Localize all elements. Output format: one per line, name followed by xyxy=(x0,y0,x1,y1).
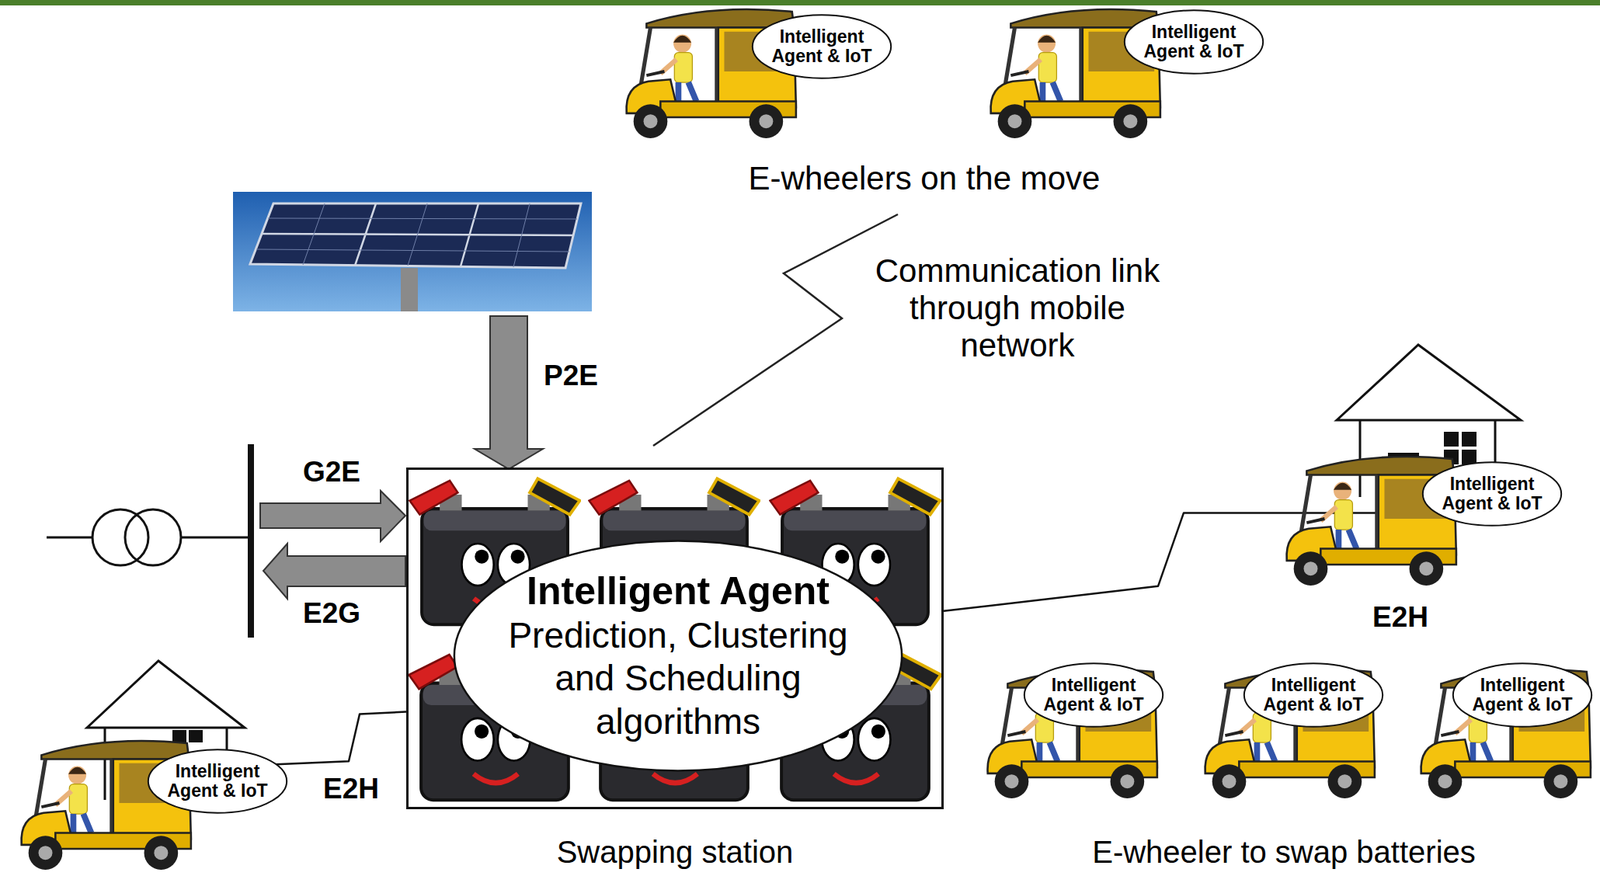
agent-bubble: Intelligent Agent & IoT xyxy=(1123,9,1265,75)
house-right xyxy=(1336,344,1521,421)
house-left xyxy=(86,660,245,728)
flow-label: P2E xyxy=(543,359,599,394)
ellipse-outline xyxy=(1024,663,1163,727)
text-stack: Intelligent Agent & IoT xyxy=(1464,675,1581,716)
ellipse-outline xyxy=(1422,462,1562,526)
solar-panel xyxy=(256,203,578,268)
e-wheeler xyxy=(1286,456,1457,586)
ellipse-outline xyxy=(1124,10,1263,74)
text-stack: Intelligent Agent & IoT xyxy=(763,27,880,67)
solar-panel xyxy=(233,191,592,312)
solar-panel xyxy=(233,191,592,312)
diagram-label: E-wheeler to swap batteries xyxy=(1092,834,1476,870)
bus-bar xyxy=(247,444,254,638)
station-label: Swapping station xyxy=(556,834,794,870)
bubble-text: Intelligent Agent & IoT xyxy=(1464,675,1581,716)
bubble-text: Intelligent Agent & IoT xyxy=(1433,474,1551,515)
ellipse-outline xyxy=(1244,663,1383,727)
house-right xyxy=(1461,431,1477,447)
house-right xyxy=(1461,449,1477,465)
agent-bubble: Intelligent Agent & IoT xyxy=(1451,662,1594,728)
flow-label: G2E xyxy=(302,455,361,490)
ellipse-outline xyxy=(148,749,287,813)
diagram-label: E-wheelers on the move xyxy=(748,160,1101,198)
e2g-arrow xyxy=(263,543,406,599)
bubble-text: Intelligent Agent & IoT xyxy=(1035,675,1152,716)
agent-title: Intelligent Agent xyxy=(526,567,830,615)
house-left xyxy=(172,730,187,743)
ellipse-outline xyxy=(752,14,891,78)
swapping-station-box: Swapping stationIntelligent AgentPredict… xyxy=(406,467,944,810)
ellipse-outline xyxy=(1453,663,1592,727)
agent-ellipse: Intelligent AgentPrediction, Clustering … xyxy=(449,537,907,775)
agent-bubble: Intelligent Agent & IoT xyxy=(1421,461,1563,527)
text-stack: Intelligent Agent & IoT xyxy=(1433,474,1551,515)
diagram-label: Communication link through mobile networ… xyxy=(862,252,1173,366)
top-bar xyxy=(0,0,1600,6)
agent-body: Prediction, Clustering and Scheduling al… xyxy=(495,614,861,744)
flow-label: E2G xyxy=(302,597,361,631)
bubble-text: Intelligent Agent & IoT xyxy=(1135,22,1253,63)
text-stack: Intelligent AgentPrediction, Clustering … xyxy=(495,567,861,744)
bubble-text: Intelligent Agent & IoT xyxy=(159,761,276,802)
text-stack: Intelligent Agent & IoT xyxy=(159,761,276,802)
e-wheeler xyxy=(1205,669,1375,799)
house-right xyxy=(1443,431,1459,447)
transformer-symbol xyxy=(46,536,93,540)
p2e-arrow xyxy=(474,316,543,470)
transformer-symbol xyxy=(92,509,149,566)
station-batteries xyxy=(409,478,942,800)
house-left xyxy=(188,730,203,743)
bubble-text: Intelligent Agent & IoT xyxy=(763,27,880,67)
agent-bubble: Intelligent Agent & IoT xyxy=(1022,662,1165,728)
communication-link xyxy=(653,214,898,446)
connector xyxy=(275,712,407,766)
bubble-text: Intelligent Agent & IoT xyxy=(1255,675,1372,716)
flow-label: E2H xyxy=(1372,601,1429,635)
flow-label: E2H xyxy=(323,772,380,807)
solar-panel xyxy=(250,203,581,268)
solar-panel xyxy=(400,267,418,312)
transformer-symbol xyxy=(180,536,248,540)
agent-bubble: Intelligent Agent & IoT xyxy=(146,748,289,814)
text-stack: Intelligent Agent & IoT xyxy=(1135,22,1253,63)
e-wheeler xyxy=(21,9,1591,870)
ellipse-outline xyxy=(454,540,902,771)
g2e-arrow xyxy=(260,490,406,542)
transformer-symbol xyxy=(46,509,248,566)
agent-bubble: Intelligent Agent & IoT xyxy=(751,13,893,80)
text-stack: Intelligent Agent & IoT xyxy=(1255,675,1372,716)
text-stack: Intelligent Agent & IoT xyxy=(1035,675,1152,716)
transformer-symbol xyxy=(125,509,181,566)
agent-bubble: Intelligent Agent & IoT xyxy=(1242,662,1385,728)
e-wheeler xyxy=(987,669,1158,799)
